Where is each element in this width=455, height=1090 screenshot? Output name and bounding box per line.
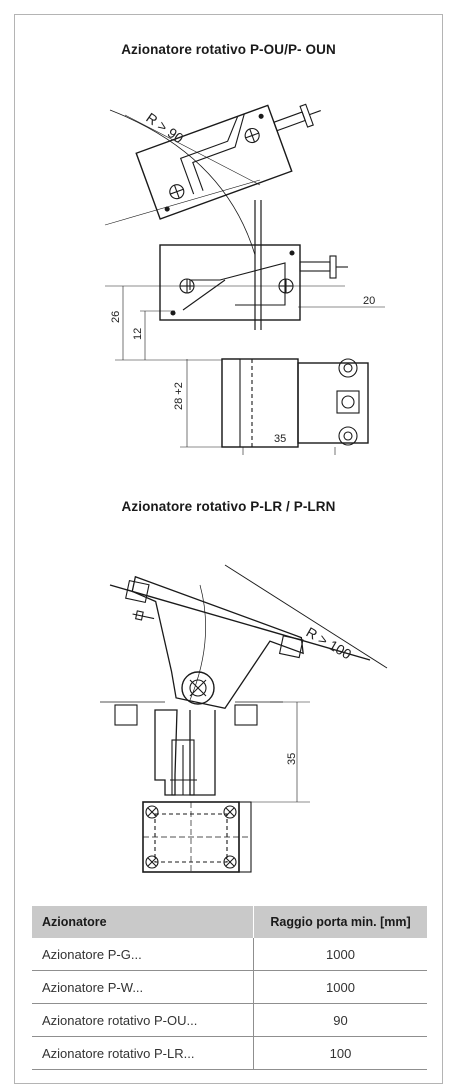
- row-min-radius: 1000: [253, 970, 427, 1004]
- row-min-radius: 100: [253, 1036, 427, 1070]
- switch-head: [297, 362, 369, 444]
- dim-20: 20: [363, 295, 375, 307]
- table-row: Azionatore rotativo P-LR... 100: [32, 1036, 427, 1070]
- header-min-door-radius: Raggio porta min. [mm]: [253, 906, 427, 938]
- row-actuator-name: Azionatore P-W...: [32, 970, 254, 1004]
- upper-actuator-rotated: [135, 103, 321, 220]
- drawing-p-ou-rotary-actuator: R > 90 26 12 28 +2 20: [104, 103, 385, 455]
- dim-12: 12: [132, 328, 144, 340]
- row-actuator-name: Azionatore rotativo P-LR...: [32, 1036, 254, 1070]
- dim-26: 26: [110, 311, 122, 323]
- table-header-row: Azionatore Raggio porta min. [mm]: [32, 906, 427, 938]
- actuator-radius-table: Azionatore Raggio porta min. [mm] Aziona…: [32, 906, 427, 1070]
- dim-28: 28 +2: [173, 382, 185, 410]
- drawing-p-lr-rotary-actuator: R > 100 35: [100, 564, 388, 873]
- row-min-radius: 90: [253, 1003, 427, 1037]
- row-actuator-name: Azionatore rotativo P-OU...: [32, 1003, 254, 1037]
- section-title-p-lr: Azionatore rotativo P-LR / P-LRN: [121, 499, 336, 514]
- section-title-p-ou: Azionatore rotativo P-OU/P- OUN: [121, 42, 336, 57]
- lower-actuator: [159, 244, 301, 321]
- rotary-lever: [125, 575, 304, 709]
- header-actuator: Azionatore: [32, 906, 254, 938]
- table-row: Azionatore rotativo P-OU... 90: [32, 1003, 427, 1037]
- switch-body: [221, 358, 299, 448]
- dim-35-lower: 35: [286, 753, 298, 765]
- dim-35-upper: 35: [274, 433, 287, 445]
- table-row: Azionatore P-G... 1000: [32, 938, 427, 971]
- table-row: Azionatore P-W... 1000: [32, 970, 427, 1004]
- row-min-radius: 1000: [253, 938, 427, 971]
- row-actuator-name: Azionatore P-G...: [32, 938, 254, 971]
- datasheet-page: Azionatore rotativo P-OU/P- OUN: [14, 14, 443, 1084]
